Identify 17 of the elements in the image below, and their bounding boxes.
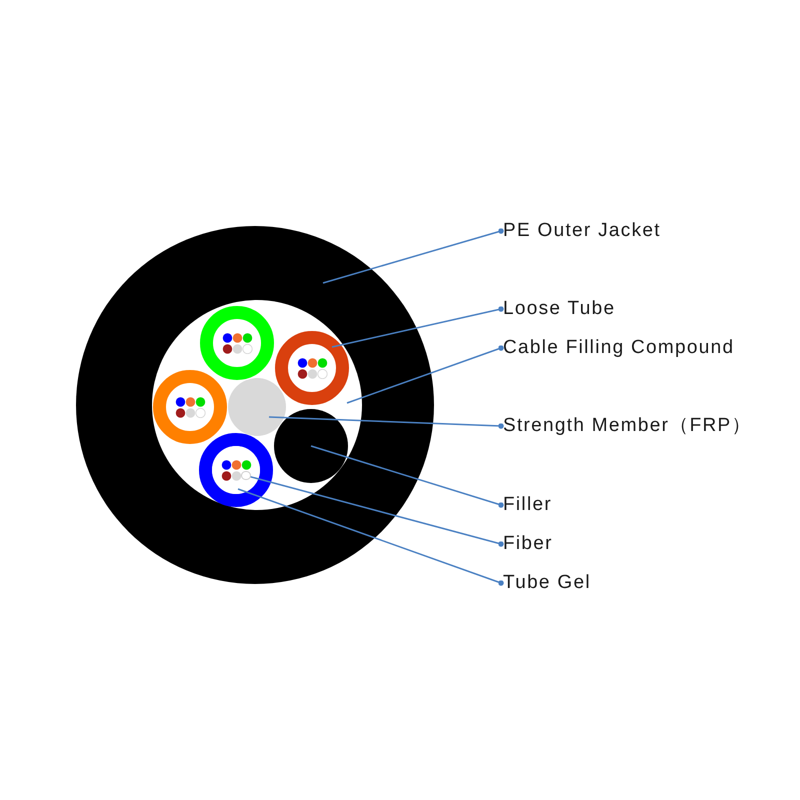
- part-label: Fiber: [503, 533, 553, 555]
- loose-tube: [275, 331, 349, 405]
- part-label: Loose Tube: [503, 298, 616, 320]
- part-label: Cable Filling Compound: [503, 337, 734, 359]
- leader-line: [268, 416, 504, 429]
- part-label: Strength Member（FRP）: [503, 415, 752, 437]
- leader-line: [322, 228, 504, 284]
- leader-line: [332, 306, 504, 348]
- part-label: Filler: [503, 494, 552, 516]
- part-label: Tube Gel: [503, 572, 591, 594]
- leader-line: [346, 345, 504, 404]
- strength-member: [228, 378, 286, 436]
- leader-line: [250, 476, 504, 547]
- fiber: [241, 470, 251, 480]
- leader-line: [238, 488, 504, 586]
- part-label: PE Outer Jacket: [503, 220, 661, 242]
- leader-line: [310, 445, 504, 508]
